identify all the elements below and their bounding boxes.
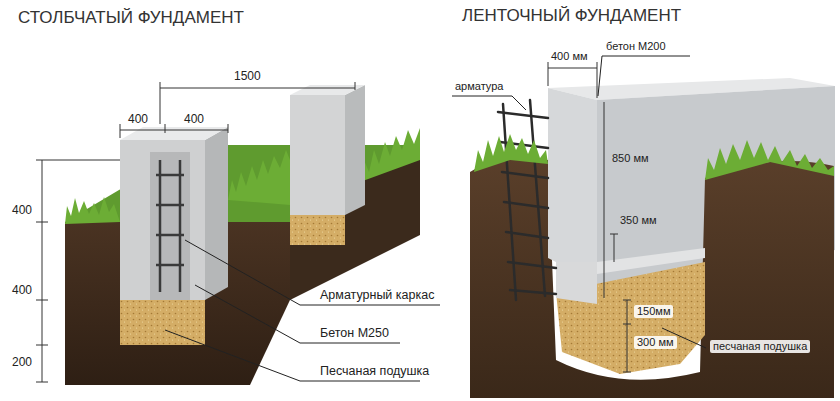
rebar [156,204,184,207]
grass-blades [228,150,290,205]
sand-bed [556,262,705,374]
grass-blades [65,197,120,224]
rebar [179,160,182,292]
sand-pad [120,300,205,345]
tick [36,345,48,346]
section-heading: ЛЕНТОЧНЫЙ ФУНДАМЕНТ [462,6,681,26]
leader-lines [452,56,706,348]
rebar [159,160,162,292]
rebar [156,234,184,237]
rebar-bar [504,202,548,208]
dimension: 400 [184,113,204,127]
dimension-line [604,102,605,298]
wall-front [548,88,597,262]
pillar-side [205,127,228,300]
extension-line [548,62,549,86]
part-label: Песчаная подушка [320,364,429,378]
dimension: 350 мм [620,214,657,227]
extension-line [355,82,356,90]
rebar-bar [498,112,548,118]
tick [36,300,48,301]
leader-lines [165,240,440,381]
pillar-top [290,85,365,95]
dimension: 400 мм [551,50,588,63]
grass-blades [474,134,548,172]
soil [470,157,834,398]
part-label: бетон М200 [606,40,666,53]
dimension-line [160,88,355,89]
tick [623,324,631,325]
grass-blades [360,128,420,182]
dimension: 300 мм [634,336,677,349]
dimension-line [42,160,43,382]
footing-top [597,248,705,274]
leader-line [185,240,440,305]
pillar [120,140,205,300]
part-label: песчаная подушка [710,340,810,353]
dimension-lines [548,62,631,372]
tick [610,234,618,235]
section-heading: СТОЛБЧАТЫЙ ФУНДАМЕНТ [18,8,244,28]
rebar-bar [508,262,556,268]
tick [623,300,631,301]
dimension-line [120,130,228,131]
rebar-bar [506,232,548,238]
dimension: 1500 [234,70,261,84]
dimension: 850 мм [612,152,649,165]
extension-line [597,62,598,98]
extension-line [160,82,161,124]
pillar-cut [150,152,190,300]
rebar-cage [156,160,184,292]
dimension: 200 [12,356,32,370]
tick [36,160,120,161]
dimension-lines [36,82,355,382]
rebar [156,174,184,177]
dimension-line [614,234,615,262]
part-label: Арматурный каркас [320,288,434,302]
extension-line [165,124,166,133]
dimension: 150мм [634,305,673,318]
rebar [498,100,556,300]
grass-blades [705,140,834,180]
leader-line [452,96,526,110]
tick [36,222,48,223]
part-label: арматура [455,80,503,93]
pillar-side [345,85,365,215]
rebar-bar [502,172,548,178]
rebar-bar [510,290,556,294]
dimension: 400 [12,204,32,218]
dimension-line [548,68,597,69]
dimension-line [627,300,628,372]
part-label: Бетон М250 [320,326,389,340]
dimension: 400 [128,113,148,127]
tick [623,372,631,373]
rebar [156,264,184,267]
footing-front [556,262,597,304]
extension-line [120,124,121,138]
extension-line [228,124,229,133]
tick [36,382,48,383]
dimension: 400 [12,284,32,298]
leader-line [598,56,690,96]
pillar [290,95,345,215]
pillar-top [120,127,228,140]
sand-pad [290,215,345,245]
